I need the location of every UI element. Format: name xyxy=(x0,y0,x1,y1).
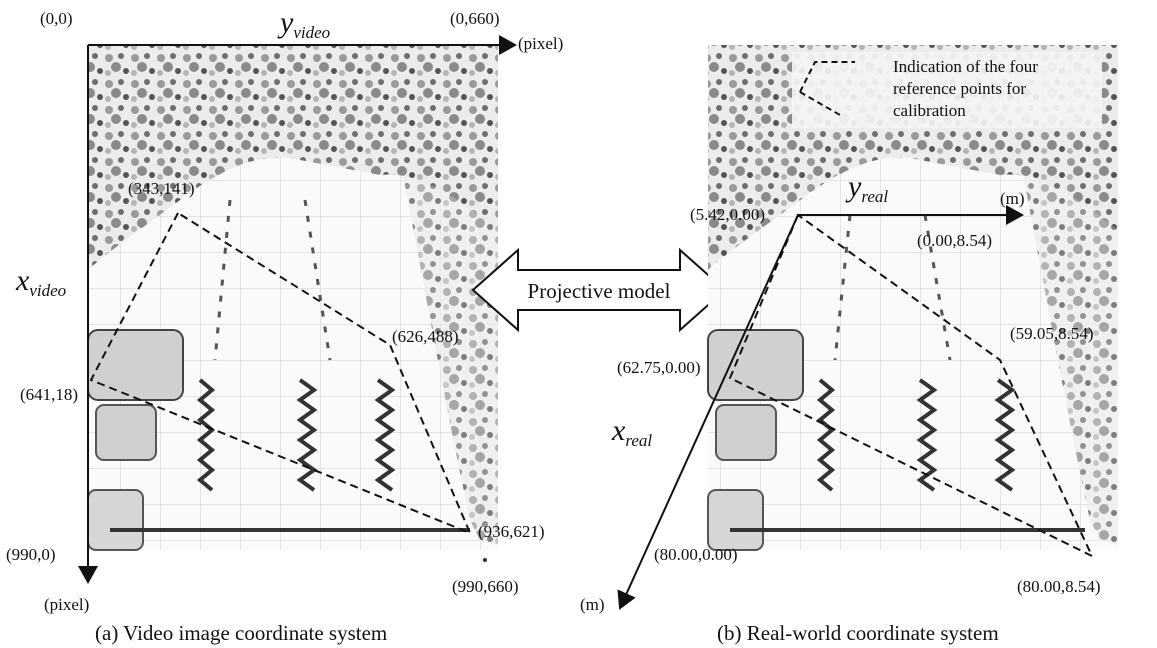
real-point-label: (80.00,0.00) xyxy=(654,545,738,564)
legend-text: calibration xyxy=(893,101,966,120)
real-y-axis-title: yreal xyxy=(845,170,888,206)
video-x-axis-title: xvideo xyxy=(15,264,66,300)
real-point-label: (62.75,0.00) xyxy=(617,358,701,377)
video-point-label: (936,621) xyxy=(478,522,545,541)
video-caption: (a) Video image coordinate system xyxy=(95,621,387,645)
video-corner-marker xyxy=(483,558,487,562)
video-point-label: (626,488) xyxy=(392,327,459,346)
projective-model-arrow: Projective model xyxy=(471,247,727,333)
projective-model-label: Projective model xyxy=(528,279,671,303)
real-x-axis xyxy=(617,214,799,610)
real-panel: Indication of the four reference points … xyxy=(580,45,1118,645)
video-bottom-unit: (pixel) xyxy=(44,595,89,614)
video-calibration-quad xyxy=(89,211,472,535)
real-right-unit: (m) xyxy=(1000,189,1025,208)
real-point-label: (59.05,8.54) xyxy=(1010,324,1094,343)
real-caption: (b) Real-world coordinate system xyxy=(717,621,999,645)
real-point-label: (5.42,0.00) xyxy=(690,205,765,224)
legend-dash-icon xyxy=(799,61,855,116)
real-calibration-quad xyxy=(728,213,1095,559)
video-bottom-left-label: (990,0) xyxy=(6,545,56,564)
video-y-axis-title: yvideo xyxy=(277,6,330,42)
video-point-label: (641,18) xyxy=(20,385,78,404)
video-right-unit: (pixel) xyxy=(518,34,563,53)
video-photo xyxy=(87,45,498,551)
legend-text: Indication of the four xyxy=(893,57,1038,76)
real-x-axis-title: xreal xyxy=(611,414,652,450)
legend-text: reference points for xyxy=(893,79,1026,98)
real-bottom-unit: (m) xyxy=(580,595,605,614)
video-bottom-right-label: (990,660) xyxy=(452,577,519,596)
legend: Indication of the four reference points … xyxy=(792,52,1102,128)
real-point-label: (80.00,8.54) xyxy=(1017,577,1101,596)
video-origin-label: (0,0) xyxy=(40,9,73,28)
video-point-label: (343,141) xyxy=(128,179,195,198)
video-top-right-label: (0,660) xyxy=(450,9,500,28)
real-origin-label: (0.00,8.54) xyxy=(917,231,992,250)
video-panel: (0,0) (0,660) (pixel) (pixel) (990,0) (9… xyxy=(6,6,563,645)
